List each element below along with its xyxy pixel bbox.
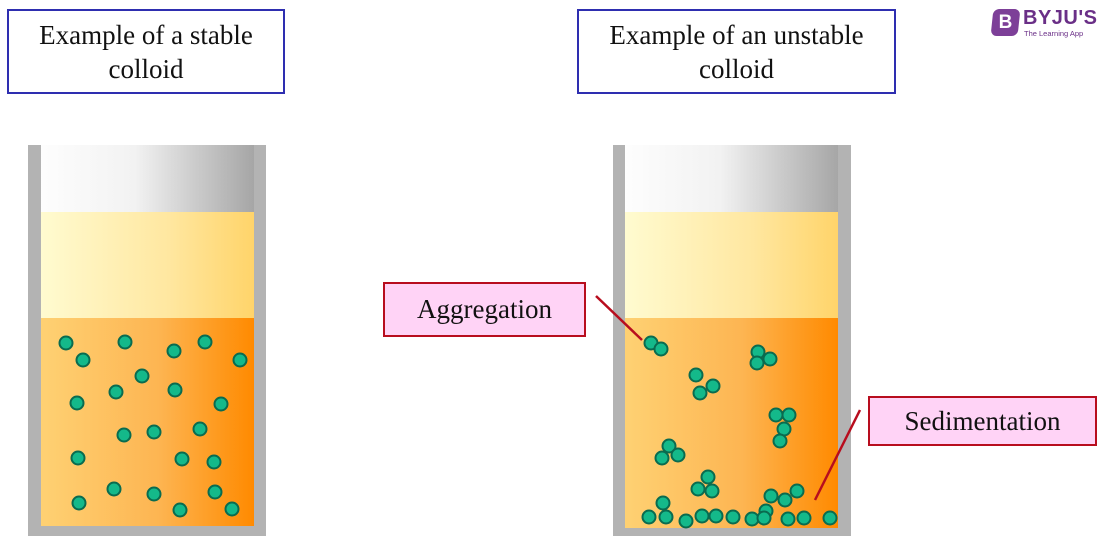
stable-particle (174, 451, 190, 467)
stable-particle (206, 454, 222, 470)
unstable-particle (768, 407, 784, 423)
beaker-stable-upper-liquid (41, 212, 254, 318)
particles-stable (58, 334, 248, 518)
unstable-particle (777, 492, 793, 508)
unstable-particle (705, 378, 721, 394)
callout-sedimentation-text: Sedimentation (904, 405, 1061, 436)
beaker-unstable-wall-right (838, 145, 851, 536)
beaker-unstable (613, 145, 851, 536)
unstable-particle (654, 450, 670, 466)
unstable-particle (653, 341, 669, 357)
unstable-particle (772, 433, 788, 449)
callout-sedimentation: Sedimentation (868, 396, 1097, 446)
byjus-logo: B BYJU'S The Learning App (990, 7, 1098, 41)
unstable-particle (694, 508, 710, 524)
particles-unstable (641, 335, 838, 529)
unstable-particle (749, 355, 765, 371)
stable-particle (69, 395, 85, 411)
callout-aggregation-text: Aggregation (417, 294, 552, 324)
beaker-unstable-upper-liquid (625, 212, 838, 318)
beaker-unstable-wall-left (613, 145, 625, 536)
unstable-particle (762, 351, 778, 367)
stable-particle (167, 382, 183, 398)
unstable-particle (781, 407, 797, 423)
beaker-unstable-bottom (613, 528, 851, 536)
title-unstable-colloid: Example of an unstable colloid (577, 9, 896, 94)
stable-particle (172, 502, 188, 518)
unstable-particle (780, 511, 796, 527)
aggregation-leader-line (595, 295, 643, 341)
title-stable-text: Example of a stable colloid (39, 19, 253, 84)
logo-name: BYJU'S (1023, 7, 1098, 29)
stable-particle (192, 421, 208, 437)
stable-particle (71, 495, 87, 511)
beaker-stable-wall-left (28, 145, 41, 536)
logo-tagline: The Learning App (1024, 29, 1084, 38)
unstable-particle (763, 488, 779, 504)
sedimentation-leader-line (813, 409, 862, 501)
unstable-particle (692, 385, 708, 401)
stable-particle (213, 396, 229, 412)
unstable-particle (822, 510, 838, 526)
stable-particle (117, 334, 133, 350)
unstable-particle (756, 510, 772, 526)
stable-particle (75, 352, 91, 368)
unstable-particle (658, 509, 674, 525)
unstable-particle (744, 511, 760, 527)
unstable-particle (670, 447, 686, 463)
beaker-stable-wall-right (254, 145, 266, 536)
unstable-particle (688, 367, 704, 383)
unstable-particle (678, 513, 694, 529)
stable-particle (232, 352, 248, 368)
stable-particle (197, 334, 213, 350)
unstable-particle (690, 481, 706, 497)
callout-aggregation: Aggregation (383, 282, 586, 337)
stable-particle (166, 343, 182, 359)
title-unstable-text: Example of an unstable colloid (609, 19, 864, 84)
stable-particle (146, 424, 162, 440)
stable-particle (224, 501, 240, 517)
stable-particle (106, 481, 122, 497)
unstable-particle (661, 438, 677, 454)
unstable-particle (789, 483, 805, 499)
unstable-particle (725, 509, 741, 525)
unstable-particle (641, 509, 657, 525)
stable-particle (116, 427, 132, 443)
unstable-particle (700, 469, 716, 485)
logo-badge-letter: B (998, 12, 1013, 33)
beaker-stable-bottom (28, 526, 266, 536)
stable-particle (108, 384, 124, 400)
unstable-particle (704, 483, 720, 499)
unstable-particle (655, 495, 671, 511)
stable-particle (58, 335, 74, 351)
stable-particle (207, 484, 223, 500)
unstable-particle (796, 510, 812, 526)
stable-particle (70, 450, 86, 466)
stable-particle (146, 486, 162, 502)
beaker-stable (28, 145, 266, 536)
title-stable-colloid: Example of a stable colloid (7, 9, 285, 94)
unstable-particle (708, 508, 724, 524)
stable-particle (134, 368, 150, 384)
